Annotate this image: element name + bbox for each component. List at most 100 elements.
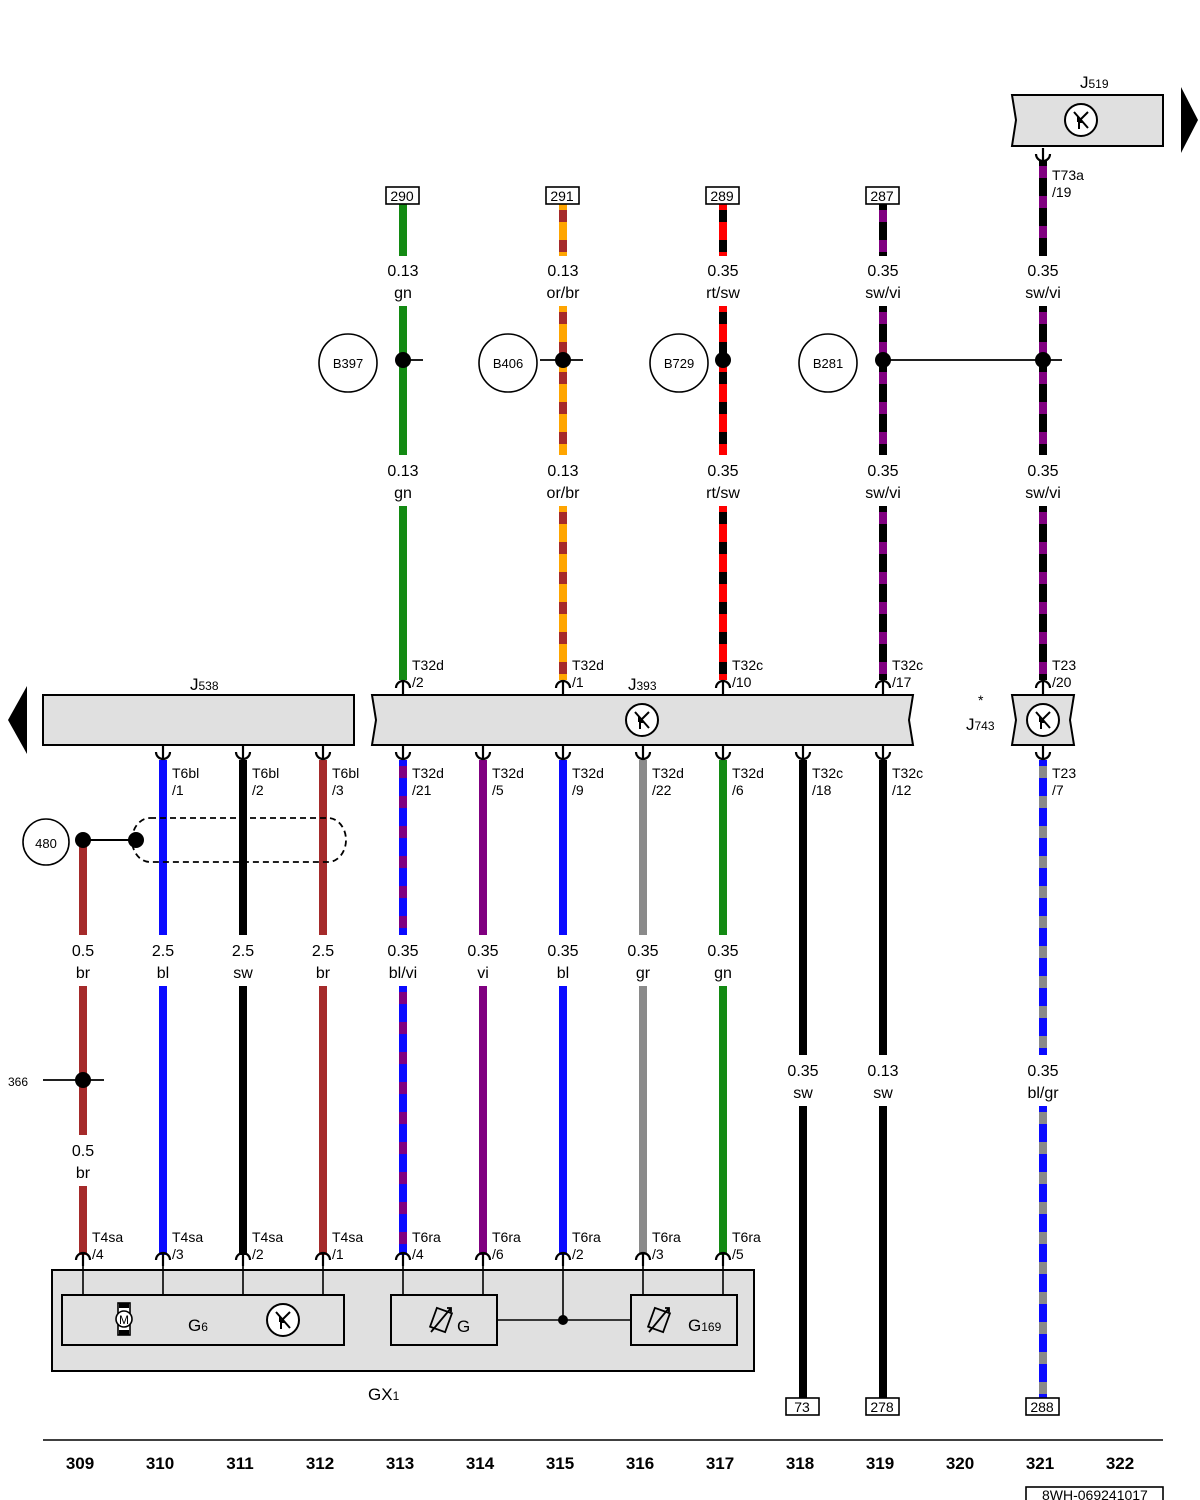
connector-plug-icon — [634, 1250, 652, 1268]
wire-color-code: sw/vi — [865, 485, 901, 502]
pin-315-gx1[interactable]: T6ra/2 — [554, 1229, 601, 1268]
ecu-icon — [1064, 103, 1098, 137]
connector-plug-icon — [154, 1250, 172, 1268]
ground-point-480[interactable]: 480 — [22, 818, 70, 866]
ref-box-289[interactable]: 289 — [705, 186, 740, 205]
splice-b729[interactable]: B729 — [649, 333, 709, 393]
pin-311-lower[interactable]: T6bl/2 — [234, 744, 279, 798]
wire-color-code: sw/vi — [865, 285, 901, 302]
ref-box-290[interactable]: 290 — [385, 186, 420, 205]
connector-id: T4sa — [332, 1229, 363, 1245]
pin-number: /5 — [492, 782, 504, 798]
pin-316-lower[interactable]: T32d/22 — [634, 744, 684, 798]
column-number: 322 — [1106, 1454, 1134, 1473]
g169-label: G169 — [688, 1316, 722, 1335]
pin-number: /2 — [572, 1246, 584, 1262]
control-unit-j519[interactable]: J519 — [1010, 73, 1164, 147]
pin-number: /1 — [572, 674, 584, 690]
connector-plug-icon — [314, 1250, 332, 1268]
svg-text:73: 73 — [794, 1399, 810, 1415]
ref-box-278[interactable]: 278 — [865, 1397, 900, 1416]
pin-313-upper[interactable]: T32d/2 — [394, 657, 444, 696]
connector-plug-icon — [634, 744, 652, 762]
wire-size: 0.5 — [72, 943, 94, 960]
connector-plug-icon — [394, 744, 412, 762]
pin-316-gx1[interactable]: T6ra/3 — [634, 1229, 681, 1268]
wire-color-code: bl/gr — [1027, 1085, 1059, 1102]
pin-314-gx1[interactable]: T6ra/6 — [474, 1229, 521, 1268]
pin-311-gx1[interactable]: T4sa/2 — [234, 1229, 283, 1268]
pin-319-lower[interactable]: T32c/12 — [874, 744, 923, 798]
splice-b281[interactable]: B281 — [798, 333, 1062, 393]
connector-plug-icon — [554, 678, 572, 696]
connector-id: T32c — [892, 765, 923, 781]
column-number: 320 — [946, 1454, 974, 1473]
pin-317-gx1[interactable]: T6ra/5 — [714, 1229, 761, 1268]
wire-color-code: bl — [157, 965, 169, 982]
svg-text:480: 480 — [35, 836, 57, 851]
j743-label: J743 — [966, 715, 995, 734]
connector-plug-icon — [474, 744, 492, 762]
component-g[interactable]: G — [390, 1294, 498, 1346]
connector-plug-icon — [714, 744, 732, 762]
component-g169[interactable]: G169 — [630, 1294, 738, 1346]
connector-plug-icon — [394, 678, 412, 696]
svg-text:B729: B729 — [664, 356, 694, 371]
ref-box-288[interactable]: 288 — [1025, 1397, 1060, 1416]
pin-313-lower[interactable]: T32d/21 — [394, 744, 444, 798]
control-unit-j393[interactable]: J393 — [370, 675, 915, 746]
connector-id: T6bl — [252, 765, 279, 781]
pin-321-j519[interactable]: T73a/19 — [1034, 146, 1084, 200]
wire-color-code: br — [316, 965, 331, 982]
control-unit-j538[interactable]: J538 — [42, 675, 355, 746]
column-number: 310 — [146, 1454, 174, 1473]
ref-box-287[interactable]: 287 — [865, 186, 900, 205]
pin-313-gx1[interactable]: T6ra/4 — [394, 1229, 441, 1268]
connector-id: T6ra — [652, 1229, 681, 1245]
connector-plug-icon — [794, 744, 812, 762]
wire-color-code: rt/sw — [706, 485, 740, 502]
g6-label: G6 — [188, 1316, 208, 1335]
pin-312-gx1[interactable]: T4sa/1 — [314, 1229, 363, 1268]
connector-id: T6ra — [492, 1229, 521, 1245]
wire-size: 0.13 — [387, 263, 418, 280]
column-number: 314 — [466, 1454, 495, 1473]
pin-number: /10 — [732, 674, 752, 690]
wire-color-code: sw — [233, 965, 253, 982]
pin-310-gx1[interactable]: T4sa/3 — [154, 1229, 203, 1268]
pin-317-upper[interactable]: T32c/10 — [714, 657, 763, 696]
control-unit-j743[interactable]: * J743 — [966, 692, 1076, 746]
pin-number: /6 — [732, 782, 744, 798]
svg-text:B406: B406 — [493, 356, 523, 371]
pin-312-lower[interactable]: T6bl/3 — [314, 744, 359, 798]
splice-b406[interactable]: B406 — [478, 333, 583, 393]
connector-plug-icon — [1034, 744, 1052, 762]
pin-315-upper[interactable]: T32d/1 — [554, 657, 604, 696]
wire-color-code: gr — [636, 965, 651, 982]
column-number: 315 — [546, 1454, 574, 1473]
pin-321-lower[interactable]: T23/7 — [1034, 744, 1076, 798]
pin-321-upper[interactable]: T23/20 — [1034, 657, 1076, 696]
connector-id: T4sa — [172, 1229, 203, 1245]
pin-314-lower[interactable]: T32d/5 — [474, 744, 524, 798]
component-g6[interactable]: M G6 — [61, 1294, 345, 1346]
pin-309-gx1[interactable]: T4sa/4 — [74, 1229, 123, 1268]
pin-315-lower[interactable]: T32d/9 — [554, 744, 604, 798]
ref-box-291[interactable]: 291 — [545, 186, 580, 205]
pin-318-lower[interactable]: T32c/18 — [794, 744, 843, 798]
splice-b397[interactable]: B397 — [318, 333, 423, 393]
pin-319-upper[interactable]: T32c/17 — [874, 657, 923, 696]
ref-box-73[interactable]: 73 — [785, 1397, 820, 1416]
connector-plug-icon — [554, 744, 572, 762]
ecu-icon — [266, 1303, 300, 1337]
svg-text:366: 366 — [8, 1075, 28, 1089]
pin-number: /1 — [172, 782, 184, 798]
wire-size: 0.35 — [387, 943, 418, 960]
pin-317-lower[interactable]: T32d/6 — [714, 744, 764, 798]
wire-label-309-a: 0.5br — [72, 943, 94, 982]
pin-310-lower[interactable]: T6bl/1 — [154, 744, 199, 798]
